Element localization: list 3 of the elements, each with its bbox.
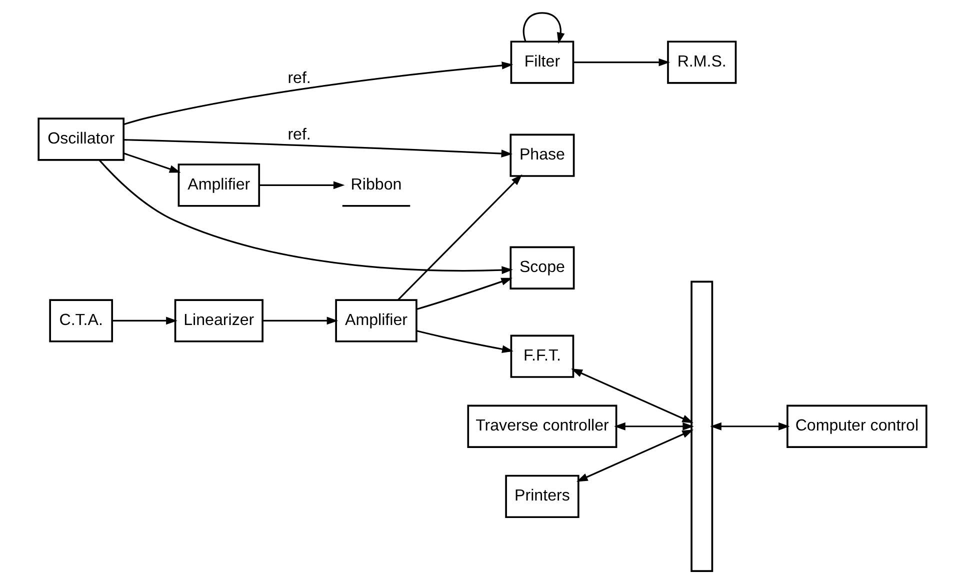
node-text: Ribbon <box>350 175 402 194</box>
edge-label: ref. <box>287 69 310 88</box>
edge-label: ref. <box>287 125 310 144</box>
